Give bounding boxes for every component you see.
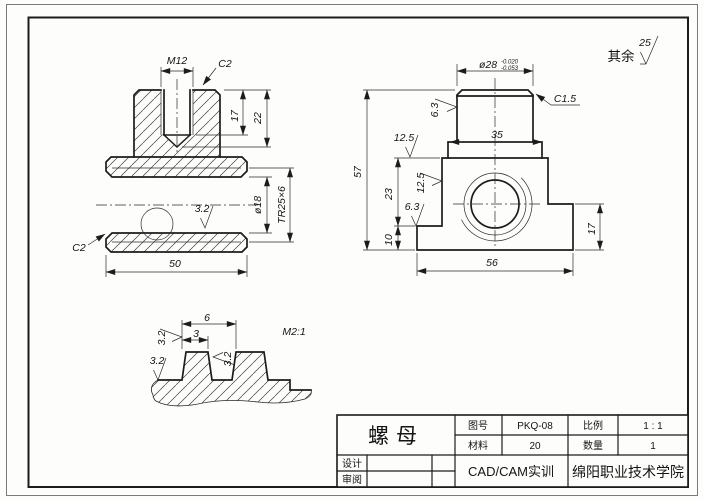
dim-total-height: 57 (352, 165, 364, 178)
scale-value: 1 : 1 (643, 421, 663, 432)
front-view: ø28 -0.020 -0.053 35 57 23 10 17 56 (352, 59, 604, 276)
dim-thread-depth: 17 (229, 109, 241, 122)
scale-label: 比例 (583, 419, 603, 432)
dim-boss-tol-lower: -0.053 (501, 66, 519, 72)
section-view: M12 17 22 ø18 TR25×6 50 C2 (72, 55, 294, 277)
roughness-a-value: 3.2 (156, 331, 168, 346)
dim-pitch: 6 (204, 312, 210, 324)
drawing-no-value: PKQ-08 (517, 421, 553, 432)
remainder-roughness-value: 25 (638, 37, 651, 49)
remainder-label: 其余 (608, 48, 636, 64)
material-label: 材料 (468, 439, 488, 452)
detail-view-roughness: 3.2 3.2 3.2 (150, 328, 236, 381)
quantity-label: 数量 (583, 439, 603, 452)
quantity-value: 1 (650, 441, 656, 452)
roughness-b-value: 3.2 (222, 352, 234, 367)
front-view-dimensions: ø28 -0.020 -0.053 35 57 23 10 17 56 (352, 59, 604, 276)
dim-boss-tol-upper: -0.020 (501, 60, 519, 66)
chamfer-leaders: C2 C2 (72, 58, 232, 254)
dim-width: 50 (169, 258, 181, 270)
dim-boss-dia: ø28 (479, 59, 497, 71)
section-view-dimensions: M12 17 22 ø18 TR25×6 50 (105, 55, 294, 277)
drawing-no-label: 图号 (468, 420, 488, 432)
roughness-base-value: 6.3 (405, 201, 420, 213)
dim-collar-width: 35 (491, 129, 503, 141)
roughness-bore: 3.2 (195, 203, 214, 229)
chamfer-leader-c15: C1.5 (535, 93, 580, 106)
roughness-collar-value: 12.5 (394, 132, 415, 144)
roughness-c-value: 3.2 (150, 355, 165, 367)
part-name: 螺母 (368, 425, 424, 448)
dim-body-height: 23 (383, 188, 395, 201)
dim-step-height: 17 (586, 222, 598, 235)
dim-base-width: 56 (486, 257, 498, 269)
course-name: CAD/CAM实训 (468, 464, 554, 479)
title-block: 螺母 图号 PKQ-08 比例 1 : 1 材料 20 数量 1 设计 审阅 C… (336, 414, 689, 488)
dim-base-height: 10 (383, 234, 395, 246)
roughness-bore-value: 3.2 (195, 203, 210, 215)
school-name: 绵阳职业技术学院 (572, 464, 684, 480)
leader-chamfer-bottom: C2 (72, 242, 86, 254)
leader-chamfer-top: C2 (218, 58, 232, 70)
detail-scale-label: M2:1 (282, 326, 305, 338)
front-view-roughness: 6.3 12.5 12.5 6.3 (394, 98, 458, 227)
detail-view-dimensions: 6 3 (181, 312, 237, 349)
roughness-boss-value: 6.3 (429, 103, 441, 118)
leader-chamfer-value: C1.5 (554, 93, 576, 105)
dim-bore-dia: ø18 (252, 196, 264, 214)
dim-hole-depth: 22 (252, 112, 264, 125)
design-label: 设计 (342, 457, 362, 470)
dim-thread-m12: M12 (167, 55, 188, 67)
dim-thread-spec: TR25×6 (276, 186, 288, 224)
roughness-bore-value-front: 12.5 (415, 173, 427, 194)
cross-hole (140, 207, 174, 241)
detail-view: 6 3 3.2 3.2 3.2 M2:1 (150, 312, 312, 407)
material-value: 20 (529, 441, 541, 452)
remainder-roughness-note: 其余 25 (608, 35, 659, 65)
section-view-outline (105, 89, 248, 253)
dim-tooth-width: 3 (193, 328, 199, 340)
review-label: 审阅 (342, 473, 362, 486)
